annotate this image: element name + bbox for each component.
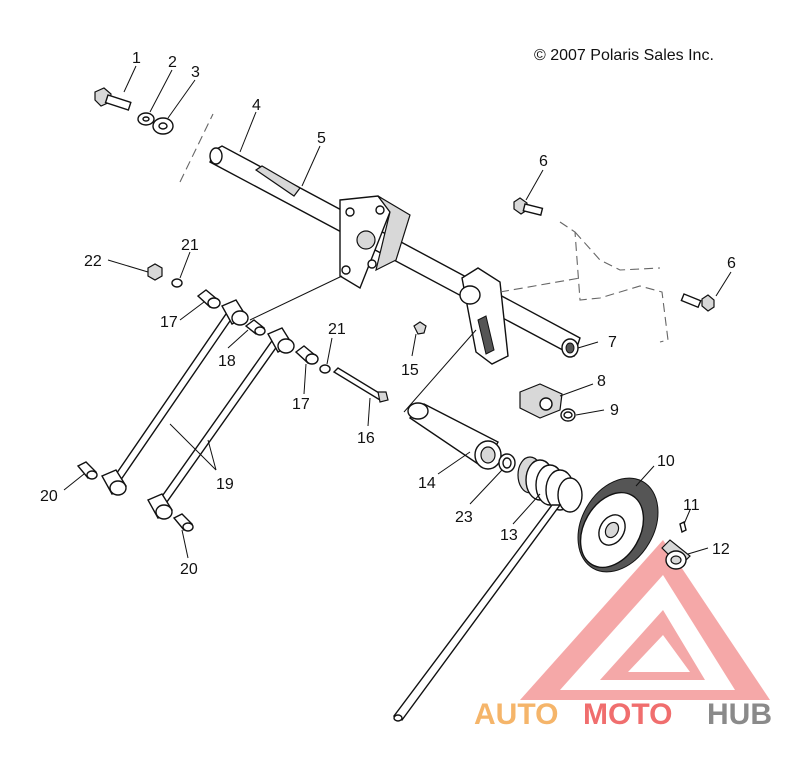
motion-line [179,113,214,183]
callout-2: 2 [168,54,177,71]
part-15-grease-fitting [413,321,427,335]
watermark-word-hub: HUB [707,698,772,731]
shaft-bracket [339,195,411,290]
part-13-torsion-spring [392,456,583,722]
callout-7: 7 [608,334,617,351]
callout-5: 5 [317,130,326,147]
callout-11: 11 [683,497,700,514]
part-20-bushing-left [76,461,98,480]
callout-9: 9 [610,402,619,419]
watermark-word-moto: MOTO [583,698,672,731]
callout-18: 18 [218,353,236,370]
part-10-wheel [577,477,659,573]
callout-14: 14 [418,475,436,492]
part-6-bolt-lower [680,293,715,312]
part-1-bolt [94,87,132,111]
callout-17-upper: 17 [160,314,178,331]
callout-19: 19 [216,476,234,493]
callout-15: 15 [401,362,419,379]
part-20-bushing-right [172,513,194,532]
callout-12: 12 [712,541,730,558]
leader-lines [63,65,732,559]
callout-20-left: 20 [40,488,58,505]
callout-21-right: 21 [328,321,346,338]
part-14-sleeve [407,402,502,470]
part-22-nut [147,263,163,281]
callout-17-lower: 17 [292,396,310,413]
part-21-washer-left [171,278,183,288]
callout-13: 13 [500,527,518,544]
watermark-text: AUTO MOTO HUB [474,698,772,731]
callout-20-right: 20 [180,561,198,578]
rail-phantom [499,221,669,343]
part-17-bushing-lower [294,345,319,365]
callout-16: 16 [357,430,375,447]
part-19-links [101,299,295,520]
callout-4: 4 [252,97,261,114]
callouts: 1 2 3 4 5 6 6 7 8 9 10 11 12 13 14 15 16… [40,50,736,578]
watermark-logo [520,540,770,700]
callout-22: 22 [84,253,102,270]
callout-10: 10 [657,453,675,470]
shaft-arm [459,267,509,365]
part-17-bushing-upper [196,289,221,309]
part-16-pin [332,367,389,403]
watermark-word-auto: AUTO [474,698,558,731]
callout-6-lower: 6 [727,255,736,272]
part-6-bolt-upper [513,197,544,216]
part-18-bushing [244,319,266,336]
callout-23: 23 [455,509,473,526]
part-12-bushing [661,539,691,570]
callout-1: 1 [132,50,141,67]
callout-6-upper: 6 [539,153,548,170]
callout-8: 8 [597,373,606,390]
part-11-clip [679,520,687,534]
part-8-block [519,383,563,419]
callout-3: 3 [191,64,200,81]
copyright-notice: © 2007 Polaris Sales Inc. [534,47,714,64]
part-21-washer-right [319,364,331,374]
callout-21-left: 21 [181,237,199,254]
